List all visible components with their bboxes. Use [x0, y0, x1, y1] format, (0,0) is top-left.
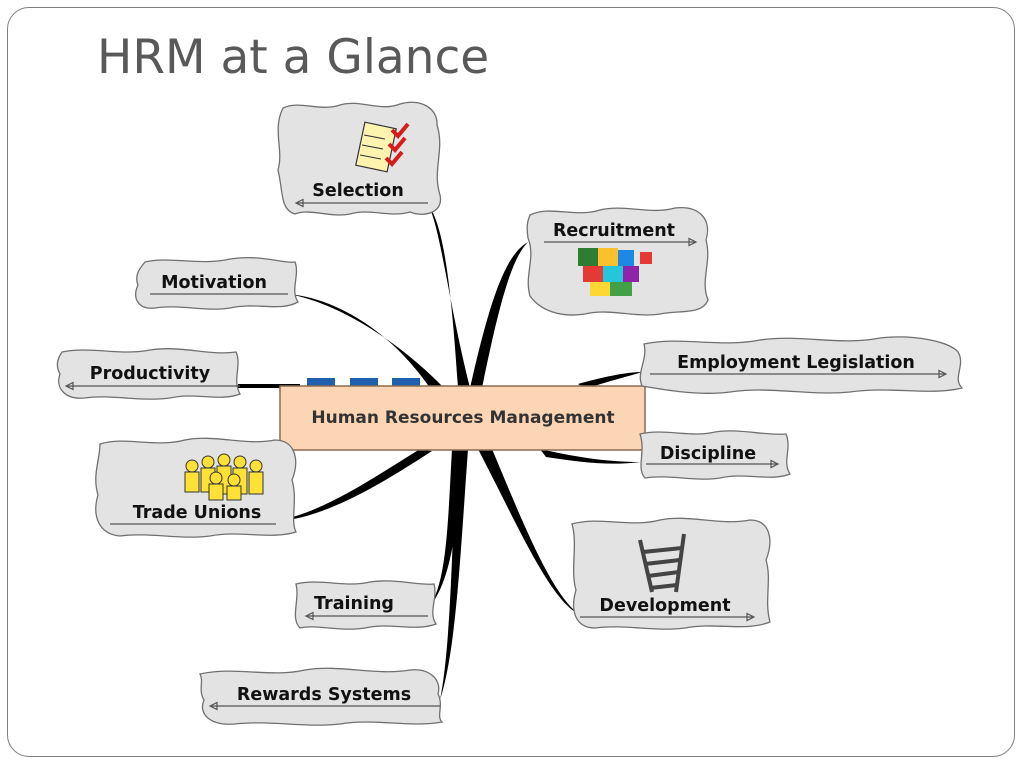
branch-rewards [440, 449, 468, 700]
branch-trade-unions [270, 449, 432, 522]
node-productivity: Productivity [56, 348, 241, 400]
branches [238, 205, 642, 700]
node-motivation: Motivation [135, 256, 299, 310]
node-label-motivation: Motivation [161, 273, 267, 293]
checklist-document-icon [355, 121, 410, 173]
node-employment-legislation: Employment Legislation [639, 336, 964, 394]
node-label-training: Training [314, 594, 394, 614]
node-label-discipline: Discipline [660, 444, 756, 464]
center-node: Human Resources Management [279, 378, 646, 451]
branch-discipline [540, 449, 640, 464]
node-selection: Selection [277, 101, 442, 216]
node-label-employment-legislation: Employment Legislation [677, 353, 915, 373]
puzzle-pieces-icon [578, 248, 652, 296]
center-label: Human Resources Management [311, 408, 614, 428]
branch-motivation [288, 294, 444, 388]
node-label-recruitment: Recruitment [553, 221, 675, 241]
ladder-icon [638, 533, 686, 593]
center-box [279, 385, 646, 451]
slide-title: HRM at a Glance [97, 30, 490, 85]
node-label-rewards-systems: Rewards Systems [237, 685, 411, 705]
node-rewards-systems: Rewards Systems [199, 667, 444, 726]
node-training: Training [294, 580, 437, 630]
node-development: Development [571, 517, 771, 630]
node-trade-unions: Trade Unions [95, 437, 297, 538]
people-group-icon [184, 453, 264, 501]
tab-marker-3 [392, 378, 420, 389]
branch-development [478, 449, 580, 615]
node-label-development: Development [599, 596, 730, 616]
branch-recruitment [470, 242, 528, 388]
tab-marker-1 [307, 378, 335, 389]
node-recruitment: Recruitment [526, 206, 709, 316]
branch-employment [578, 372, 642, 389]
node-discipline: Discipline [639, 430, 791, 480]
node-label-productivity: Productivity [90, 364, 211, 384]
node-label-trade-unions: Trade Unions [133, 503, 262, 523]
tab-marker-2 [350, 378, 378, 389]
node-label-selection: Selection [312, 181, 404, 201]
branch-selection [428, 205, 470, 388]
